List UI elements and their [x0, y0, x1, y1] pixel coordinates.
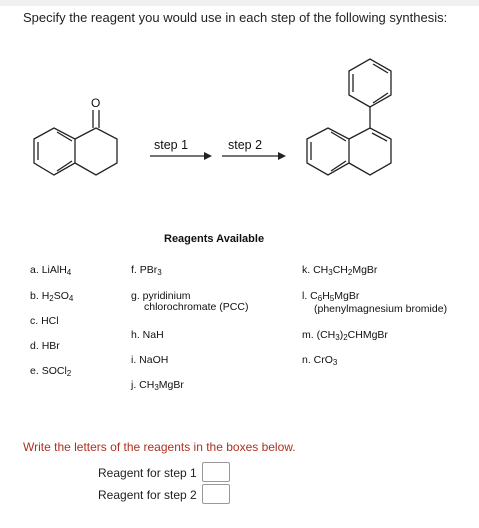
reagent-g: g. pyridinium chlorochromate (PCC): [131, 290, 249, 313]
step1-answer-label: Reagent for step 1: [98, 466, 197, 480]
top-bar: [0, 0, 479, 6]
reagent-j: j. CH3MgBr: [131, 379, 184, 393]
reagent-k: k. CH3CH2MgBr: [302, 264, 378, 278]
product-structure: [306, 58, 392, 176]
reagent-l: l. C6H5MgBr (phenylmagnesium bromide): [302, 290, 448, 315]
step2-answer-input[interactable]: [202, 484, 230, 504]
question-text: Specify the reagent you would use in eac…: [23, 10, 448, 25]
carbonyl-oxygen-label: O: [91, 96, 101, 110]
reagent-n: n. CrO3: [302, 354, 338, 368]
step2-label: step 2: [228, 138, 263, 152]
instruction-text: Write the letters of the reagents in the…: [23, 440, 296, 454]
step1-answer-input[interactable]: [202, 462, 230, 482]
reagent-h: h. NaH: [131, 329, 164, 341]
reagent-f: f. PBr3: [131, 264, 162, 278]
step2-arrowhead: [278, 152, 286, 160]
reagent-i: i. NaOH: [131, 354, 169, 366]
reagent-b: b. H2SO4: [30, 290, 74, 304]
reagent-c: c. HCl: [30, 315, 59, 327]
step1-label: step 1: [154, 138, 189, 152]
reagent-d: d. HBr: [30, 340, 60, 352]
reagent-a: a. LiAlH4: [30, 264, 72, 278]
step2-answer-label: Reagent for step 2: [98, 488, 197, 502]
step1-arrowhead: [204, 152, 212, 160]
reagent-m: m. (CH3)2CHMgBr: [302, 329, 388, 343]
starting-material-structure: [33, 110, 118, 176]
reagent-e: e. SOCl2: [30, 365, 72, 379]
reaction-scheme: [33, 58, 392, 176]
reagents-header: Reagents Available: [164, 233, 265, 245]
